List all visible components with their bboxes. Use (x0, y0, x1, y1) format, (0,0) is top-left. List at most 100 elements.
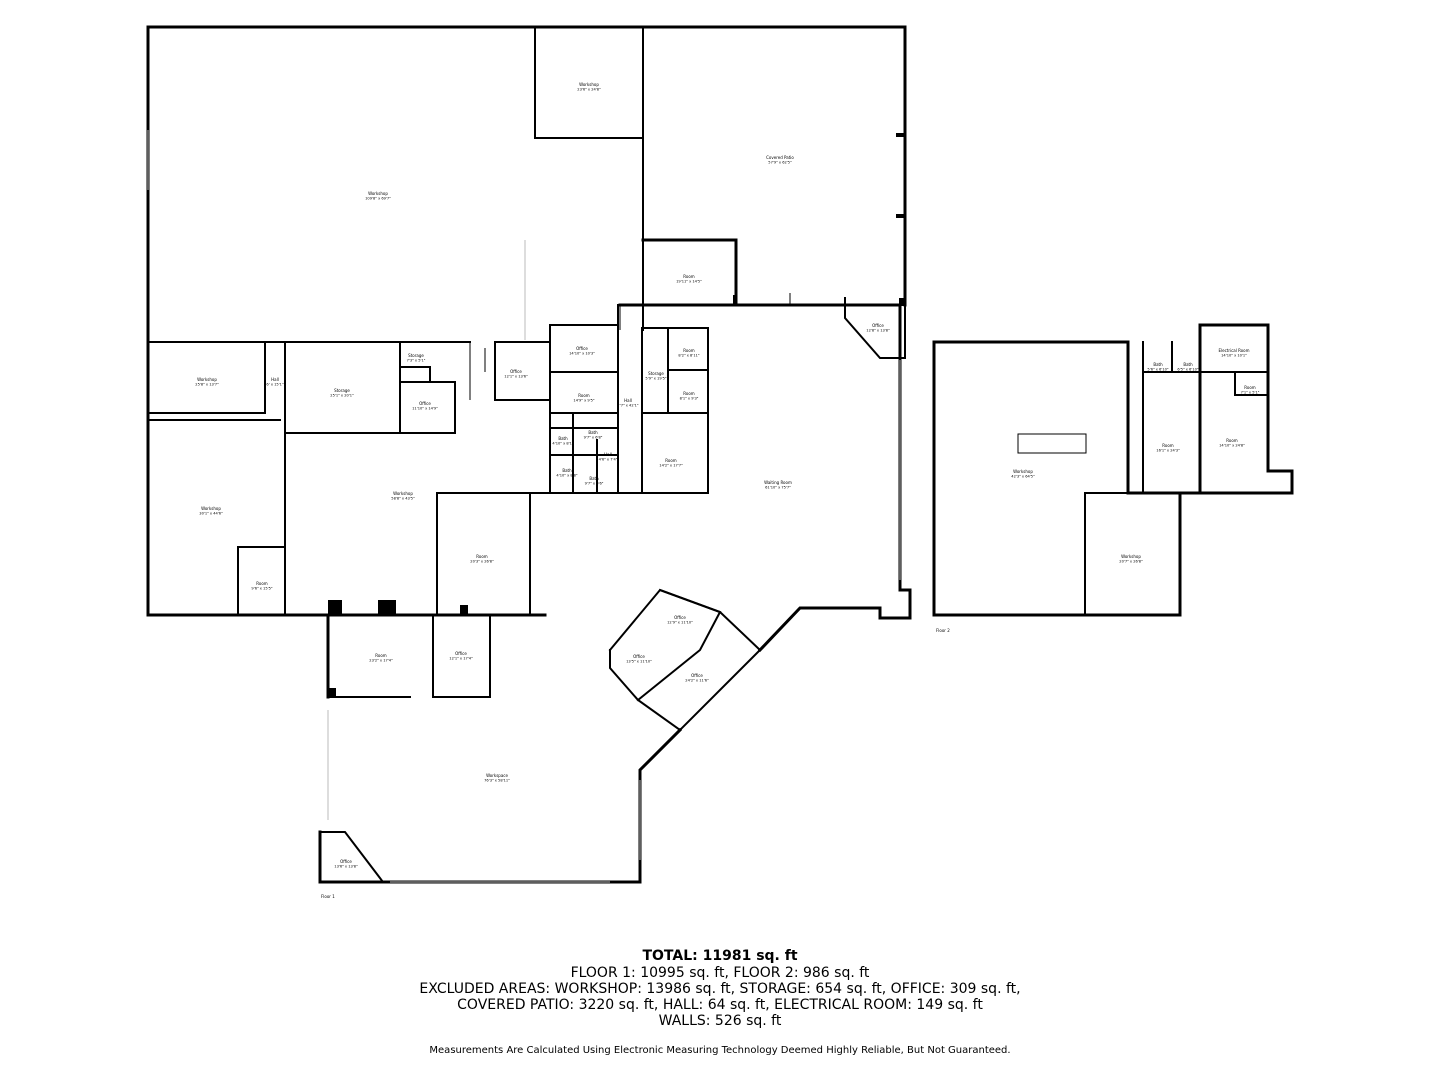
room-name: Hall (604, 452, 612, 457)
room-name: Room (476, 554, 487, 559)
room-name: Room (683, 391, 694, 396)
room-dimensions: 20'7" x 26'8" (1119, 560, 1143, 564)
room-dimensions: 14'2" x 17'7" (659, 464, 683, 468)
room-name: Room (375, 653, 386, 658)
floor-2-label: Floor 2 (936, 628, 950, 633)
room-name: Bath (588, 430, 598, 435)
room-name: Room (683, 348, 694, 353)
room-dimensions: 12'9" x 11'10" (667, 621, 693, 625)
room-name: Workshop (201, 506, 221, 511)
room-dimensions: 57'9" x 62'5" (768, 161, 792, 165)
room-dimensions: 23'6" x 24'8" (577, 88, 601, 92)
room-dimensions: 8'1" x 9'3" (680, 397, 699, 401)
room-name: Office (576, 346, 588, 351)
room-name: Workshop (1121, 554, 1141, 559)
room-dimensions: 12'8" x 13'8" (866, 329, 890, 333)
room-dimensions: 42'3" x 64'5" (1011, 475, 1035, 479)
area-summary: TOTAL: 11981 sq. ft FLOOR 1: 10995 sq. f… (0, 948, 1440, 1057)
room-dimensions: 4'6" x 7'4" (599, 458, 618, 462)
floor-1-walls (146, 25, 912, 884)
room-name: Office (455, 651, 467, 656)
room-dimensions: 8'2" x 8'11" (678, 354, 699, 358)
room-dimensions: 14'10" x 10'3" (569, 352, 595, 356)
room-name: Bath (562, 468, 572, 473)
floor-1-label: Floor 1 (321, 894, 335, 899)
room-dimensions: 11'10" x 14'9" (412, 407, 438, 411)
room-name: Storage (648, 371, 664, 376)
room-name: Room (1244, 385, 1255, 390)
room-dimensions: 30'1" x 44'6" (199, 512, 223, 516)
room-name: Room (256, 581, 267, 586)
room-dimensions: 14'9" x 9'5" (573, 399, 594, 403)
room-dimensions: 24'2" x 11'6" (685, 679, 709, 683)
room-name: Workshop (1013, 469, 1033, 474)
room-dimensions: 7'1" x 5'1" (1241, 391, 1260, 395)
room-name: Office (633, 654, 645, 659)
room-dimensions: 25'1" x 20'1" (330, 394, 354, 398)
total-area: TOTAL: 11981 sq. ft (642, 948, 798, 964)
room-dimensions: 20'3" x 26'8" (470, 560, 494, 564)
room-name: Workspace (486, 773, 508, 778)
room-dimensions: 7'3" x 5'1" (407, 359, 426, 363)
room-name: Workshop (197, 377, 217, 382)
room-name: Bath (1153, 362, 1163, 367)
room-name: Office (674, 615, 686, 620)
room-dimensions: 4'10" x 8'1" (552, 442, 573, 446)
room-name: Electrical Room (1218, 348, 1249, 353)
room-dimensions: 5'9" x 19'5" (645, 377, 666, 381)
room-dimensions: 6'5" x 6'10" (1177, 368, 1198, 372)
excluded-areas-2: COVERED PATIO: 3220 sq. ft, HALL: 64 sq.… (457, 997, 983, 1013)
room-dimensions: 14'10" x 10'1" (1221, 354, 1247, 358)
room-name: Workshop (368, 191, 388, 196)
room-dimensions: 5'6" x 6'10" (1147, 368, 1168, 372)
room-dimensions: 12'1" x 13'6" (504, 375, 528, 379)
room-name: Workshop (393, 491, 413, 496)
room-dimensions: 25'8" x 13'7" (195, 383, 219, 387)
floor-2-walls (932, 323, 1294, 617)
room-dimensions: 9'7" x 6'8" (584, 436, 603, 440)
room-name: Storage (334, 388, 350, 393)
room-name: Office (419, 401, 431, 406)
room-name: Room (683, 274, 694, 279)
room-name: Hall (624, 398, 632, 403)
room-dimensions: 23'2" x 17'4" (369, 659, 393, 663)
room-name: Office (340, 859, 352, 864)
room-dimensions: 12'1" x 17'4" (449, 657, 473, 661)
floor-labels: Floor 1 Floor 2 (321, 628, 950, 899)
room-name: Hall (271, 377, 279, 382)
room-name: Room (665, 458, 676, 463)
disclaimer: Measurements Are Calculated Using Electr… (429, 1045, 1011, 1056)
walls-area: WALLS: 526 sq. ft (658, 1013, 782, 1029)
floors-area: FLOOR 1: 10995 sq. ft, FLOOR 2: 986 sq. … (570, 965, 870, 981)
room-name: Office (510, 369, 522, 374)
room-dimensions: 9'6" x 15'5" (251, 587, 272, 591)
room-dimensions: 6' x 15'1" (266, 383, 284, 387)
room-dimensions: 109'8" x 69'7" (365, 197, 391, 201)
room-name: Storage (408, 353, 424, 358)
room-dimensions: 16'1" x 24'3" (1156, 449, 1180, 453)
room-dimensions: 13'5" x 11'10" (626, 660, 652, 664)
room-name: Waiting Room (764, 480, 792, 485)
room-name: Office (872, 323, 884, 328)
room-name: Bath (558, 436, 568, 441)
excluded-areas-1: EXCLUDED AREAS: WORKSHOP: 13986 sq. ft, … (419, 981, 1021, 997)
room-name: Room (1226, 438, 1237, 443)
room-dimensions: 13'6" x 13'8" (334, 865, 358, 869)
room-dimensions: 58'8" x 43'5" (391, 497, 415, 501)
room-name: Covered Patio (766, 155, 794, 160)
room-dimensions: 14'10" x 24'8" (1219, 444, 1245, 448)
room-name: Office (691, 673, 703, 678)
room-name: Room (1162, 443, 1173, 448)
room-name: Bath (1183, 362, 1193, 367)
room-dimensions: 7'7" x 42'1" (617, 404, 638, 408)
room-dimensions: 9'7" x 6'6" (585, 482, 604, 486)
room-dimensions: 76'3" x 58'11" (484, 779, 510, 783)
room-dimensions: 4'10" x 8'8" (556, 474, 577, 478)
room-name: Workshop (579, 82, 599, 87)
room-name: Room (578, 393, 589, 398)
room-dimensions: 19'11" x 14'5" (676, 280, 702, 284)
room-dimensions: 61'10" x 75'7" (765, 486, 791, 490)
room-name: Bath (589, 476, 599, 481)
